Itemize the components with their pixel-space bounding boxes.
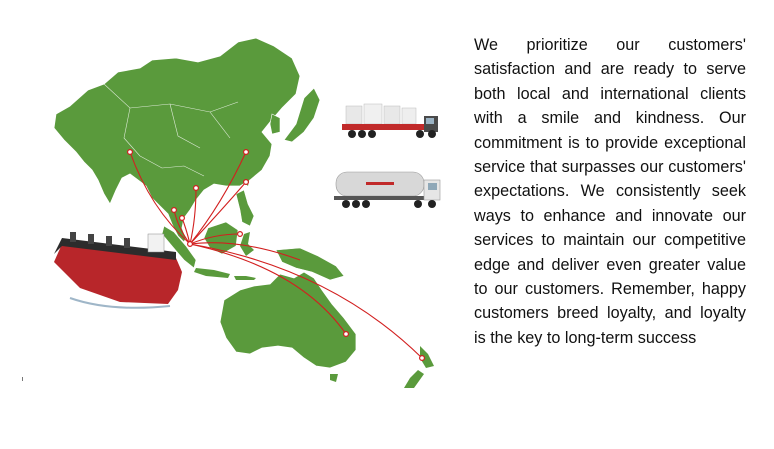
- sumatra-landmass: [161, 225, 197, 269]
- map-icon: [53, 37, 441, 388]
- asia-pacific-route-illustration: [0, 28, 472, 388]
- new-zealand-landmass: [404, 346, 434, 388]
- asia-landmass: [53, 37, 301, 243]
- flatbed-truck-icon: [342, 103, 438, 138]
- customer-commitment-paragraph: We prioritize our customers' satisfactio…: [474, 36, 746, 347]
- new-guinea-landmass: [275, 247, 345, 281]
- japan-landmass: [283, 87, 321, 143]
- tanker-truck-icon: [334, 171, 441, 208]
- cargo-ship-icon: [54, 232, 182, 309]
- australia-landmass: [219, 271, 357, 369]
- philippines-landmass: [235, 189, 255, 227]
- stray-tick-mark: [22, 377, 23, 381]
- shipping-routes: [129, 151, 423, 359]
- borneo-landmass: [203, 221, 239, 255]
- port-markers: [126, 148, 426, 362]
